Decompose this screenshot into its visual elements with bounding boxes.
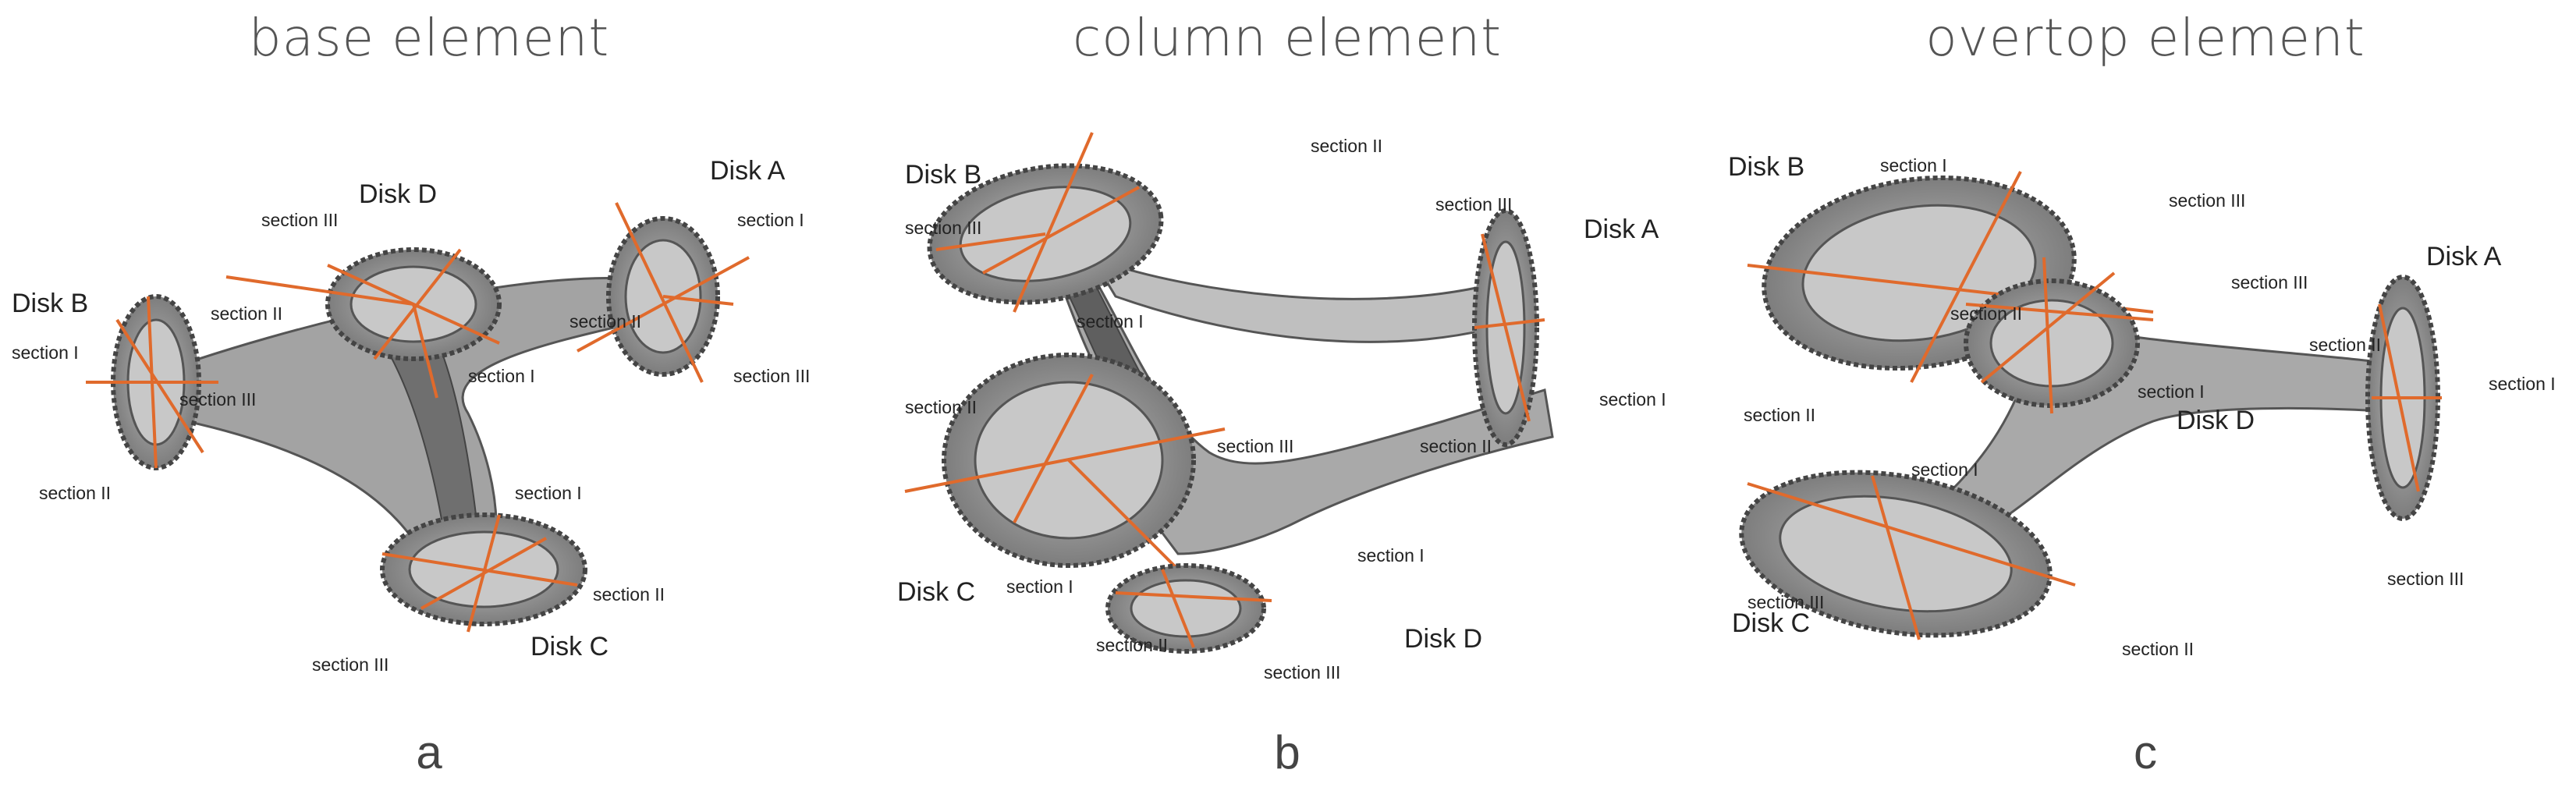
section-label: section I (12, 342, 79, 363)
section-label: section I (1357, 545, 1425, 566)
disk-b-label: Disk B (12, 289, 88, 318)
section-label: section I (2138, 381, 2205, 402)
diagram-column-element: Disk B Disk A Disk C Disk D section II s… (897, 132, 1666, 683)
section-label: section I (2489, 374, 2556, 394)
panel-letter: b (1274, 726, 1300, 778)
disk-c (380, 512, 587, 633)
section-label: section III (1747, 592, 1824, 612)
section-label: section III (1264, 662, 1340, 683)
disk-d (1105, 563, 1272, 654)
section-label: section II (1744, 405, 1815, 425)
section-label: section III (2387, 569, 2464, 589)
section-label: section II (905, 397, 977, 417)
section-label: section III (1217, 436, 1293, 456)
disk-b (86, 294, 218, 470)
panel-title: base element (248, 8, 610, 68)
section-label: section III (2169, 190, 2245, 211)
section-label: section II (1420, 436, 1492, 456)
section-label: section II (39, 483, 111, 503)
disk-a (1472, 208, 1545, 447)
section-label: section II (211, 303, 282, 324)
disk-d-label: Disk D (359, 179, 437, 209)
section-label: section I (515, 483, 582, 503)
section-label: section III (905, 218, 981, 238)
disk-d (225, 247, 502, 399)
section-label: section II (1096, 635, 1168, 655)
section-label: section I (1599, 389, 1666, 410)
section-label: section III (733, 366, 810, 386)
section-label: section II (2309, 335, 2381, 355)
disk-c-label: Disk C (1732, 608, 1810, 638)
panel-letter: c (2134, 726, 2157, 778)
diagram-base-element: Disk D Disk A Disk B Disk C section III … (12, 156, 810, 675)
panel-letter: a (416, 726, 442, 778)
arm-top (1089, 254, 1523, 343)
diagram-overtop-element: Disk B Disk A Disk D Disk C section I se… (1728, 152, 2556, 659)
section-label: section II (569, 311, 641, 332)
panel-title: overtop element (1925, 8, 2365, 68)
disk-d-label: Disk D (1404, 624, 1482, 654)
section-label: section I (737, 210, 804, 230)
panel-c: overtop element (1716, 0, 2574, 805)
disk-a-label: Disk A (1584, 215, 1659, 244)
panel-b: column element (858, 0, 1716, 805)
disk-a (577, 202, 750, 383)
section-label: section I (468, 366, 535, 386)
disk-a-label: Disk A (2426, 242, 2502, 271)
disk-b-label: Disk B (905, 160, 981, 190)
section-label: section III (179, 389, 256, 410)
disk-a-label: Disk A (710, 156, 786, 186)
section-label: section III (1435, 194, 1512, 215)
section-label: section II (593, 584, 665, 605)
section-label: section III (2231, 272, 2308, 293)
section-label: section I (1006, 576, 1073, 597)
section-label: section III (312, 654, 389, 675)
section-label: section II (1311, 136, 1382, 156)
disk-d (1964, 257, 2154, 414)
section-label: section III (261, 210, 338, 230)
disk-c (904, 353, 1226, 579)
disk-a (2365, 275, 2442, 521)
section-label: section II (1950, 303, 2022, 324)
disk-c-label: Disk C (897, 577, 975, 607)
disk-b-label: Disk B (1728, 152, 1804, 182)
section-label: section II (2122, 639, 2194, 659)
section-label: section I (1880, 155, 1947, 176)
section-label: section I (1911, 459, 1978, 480)
panel-a: base element (0, 0, 858, 805)
section-label: section I (1077, 311, 1144, 332)
disk-c-label: Disk C (530, 632, 609, 661)
disk-b (927, 132, 1164, 313)
disk-d-label: Disk D (2177, 406, 2255, 435)
panel-title: column element (1072, 8, 1503, 68)
